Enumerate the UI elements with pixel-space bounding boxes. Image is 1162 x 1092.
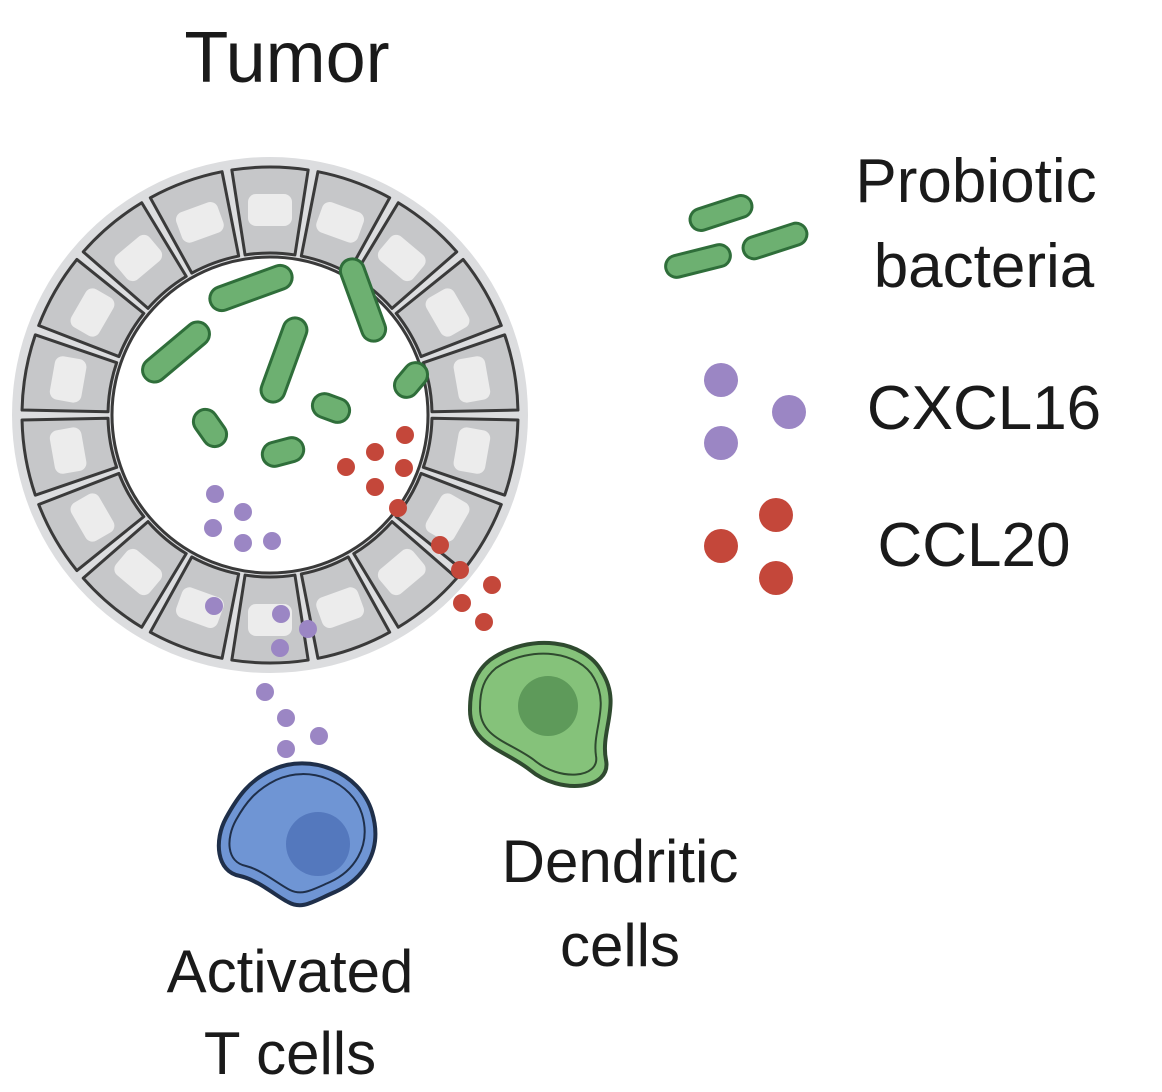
cxcl16-dot — [299, 620, 317, 638]
tcell-label-line1: Activated — [167, 938, 414, 1005]
ccl20-dot — [389, 499, 407, 517]
tumor-cell-nucleus — [248, 194, 292, 226]
bacterium — [259, 316, 309, 404]
ccl20-dot — [453, 594, 471, 612]
cxcl16-dot — [204, 519, 222, 537]
cxcl16-label: CXCL16 — [867, 374, 1101, 443]
cxcl16-dot — [234, 503, 252, 521]
dendritic-label-line1: Dendritic — [502, 828, 739, 895]
ccl20-dot — [483, 576, 501, 594]
ccl20-dot — [431, 536, 449, 554]
tumor-cell-nucleus — [49, 427, 87, 474]
ccl20-dot — [396, 426, 414, 444]
tumor-cell-nucleus — [114, 548, 163, 596]
cxcl16-dot — [271, 639, 289, 657]
cxcl16-dot — [272, 605, 290, 623]
tumor-cell-nucleus — [49, 356, 87, 403]
bacterium — [141, 320, 211, 384]
cxcl16-dot — [206, 485, 224, 503]
tumor-cell-nucleus — [70, 493, 115, 542]
bacterium — [208, 263, 294, 313]
dendritic-label-line2: cells — [560, 912, 680, 979]
cxcl16-dot — [310, 727, 328, 745]
tcell-label-line2: T cells — [204, 1020, 376, 1087]
bacterium — [260, 436, 306, 468]
ccl20-dot — [475, 613, 493, 631]
ccl20-dot — [337, 458, 355, 476]
cxcl16-dots — [204, 485, 328, 758]
ccl20-dot — [451, 561, 469, 579]
tumor-label: Tumor — [184, 18, 389, 98]
dendritic-cell-icon — [467, 640, 613, 788]
probiotic-label-line1: Probiotic — [855, 147, 1096, 216]
cxcl16-dot — [256, 683, 274, 701]
ccl20-legend-icon — [704, 498, 793, 595]
tumor-cell-nucleus — [453, 356, 491, 403]
ccl20-dot — [366, 478, 384, 496]
tumor-cell-nucleus — [377, 548, 426, 596]
ccl20-dot — [395, 459, 413, 477]
tumor-cell-nucleus — [316, 587, 365, 628]
tumor-cell-nucleus — [425, 288, 470, 337]
bacterium — [191, 407, 229, 449]
ccl20-dots — [337, 426, 501, 631]
tumor-lumen — [110, 255, 430, 575]
bacterium — [310, 392, 352, 424]
bacteria-cluster — [141, 257, 429, 468]
tumor-cell-ring — [20, 165, 520, 665]
tumor-cell-nucleus — [377, 234, 426, 282]
t-cell-icon — [216, 761, 378, 908]
cxcl16-dot — [263, 532, 281, 550]
ccl20-dot — [366, 443, 384, 461]
ccl20-label: CCL20 — [878, 511, 1071, 580]
tumor-cell-nucleus — [70, 288, 115, 337]
cxcl16-legend-icon — [704, 363, 806, 460]
cxcl16-dot — [234, 534, 252, 552]
tumor-cell-nucleus — [114, 234, 163, 282]
probiotic-label-line2: bacteria — [874, 232, 1095, 301]
bacterium — [393, 361, 429, 399]
tumor-cell-nucleus — [316, 202, 365, 243]
bacteria-icon — [664, 194, 809, 279]
cxcl16-dot — [205, 597, 223, 615]
tumor-cell-nucleus — [175, 202, 224, 243]
cxcl16-dot — [277, 740, 295, 758]
cxcl16-dot — [277, 709, 295, 727]
tumor-cross-section-icon — [12, 157, 528, 673]
bacterium — [338, 257, 388, 343]
tumor-cell-nucleus — [425, 493, 470, 542]
tumor-cell-nucleus — [453, 427, 491, 474]
